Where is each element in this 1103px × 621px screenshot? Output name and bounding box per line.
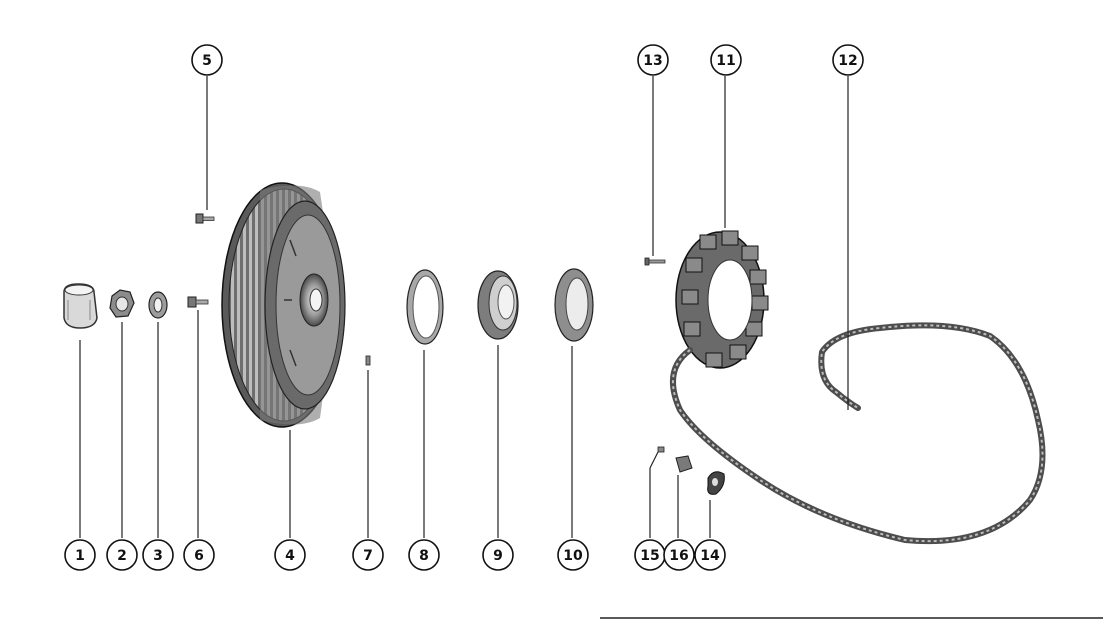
callout-12: 12 xyxy=(832,44,864,76)
callout-8-label: 8 xyxy=(419,548,429,564)
callout-15: 15 xyxy=(634,539,666,571)
leader-lines xyxy=(79,76,849,538)
part-10-seal xyxy=(554,268,594,342)
callout-9: 9 xyxy=(482,539,514,571)
part-3-washer xyxy=(148,291,168,319)
callout-7: 7 xyxy=(352,539,384,571)
part-12-wire-harness xyxy=(670,322,1046,545)
callout-7-label: 7 xyxy=(363,548,373,564)
callout-14-label: 14 xyxy=(700,548,720,564)
part-7-key xyxy=(365,355,371,366)
callout-16-label: 16 xyxy=(669,548,688,564)
callout-13: 13 xyxy=(637,44,669,76)
callout-11: 11 xyxy=(710,44,742,76)
callout-5: 5 xyxy=(191,44,223,76)
part-4-flywheel xyxy=(221,182,346,428)
callout-11-label: 11 xyxy=(716,53,735,69)
callout-6-label: 6 xyxy=(194,548,204,564)
callout-1-label: 1 xyxy=(75,548,85,564)
part-11-stator xyxy=(675,230,769,369)
callout-1: 1 xyxy=(64,539,96,571)
part-14-clamp xyxy=(707,471,725,495)
callout-16: 16 xyxy=(663,539,695,571)
callout-3-label: 3 xyxy=(153,548,163,564)
part-2-nut xyxy=(109,289,135,318)
callout-2: 2 xyxy=(106,539,138,571)
callout-10: 10 xyxy=(557,539,589,571)
callout-5-label: 5 xyxy=(202,53,212,69)
callout-2-label: 2 xyxy=(117,548,127,564)
callout-15-label: 15 xyxy=(640,548,659,564)
callout-4-label: 4 xyxy=(285,548,295,564)
callout-10-label: 10 xyxy=(563,548,583,564)
callout-13-label: 13 xyxy=(643,53,662,69)
callout-3: 3 xyxy=(142,539,174,571)
part-15-clip xyxy=(657,446,665,453)
callout-4: 4 xyxy=(274,539,306,571)
part-9-bearing xyxy=(477,270,519,340)
callout-8: 8 xyxy=(408,539,440,571)
callout-9-label: 9 xyxy=(493,548,503,564)
part-16-retainer xyxy=(675,455,693,473)
leader-15b xyxy=(649,451,659,469)
part-8-ring xyxy=(406,269,444,345)
part-6-bolt xyxy=(187,296,209,308)
part-1-cap xyxy=(63,283,98,329)
callout-6: 6 xyxy=(183,539,215,571)
part-13-screw xyxy=(644,257,666,266)
callout-14: 14 xyxy=(694,539,726,571)
part-5-screw xyxy=(195,213,215,224)
callout-12-label: 12 xyxy=(838,53,857,69)
